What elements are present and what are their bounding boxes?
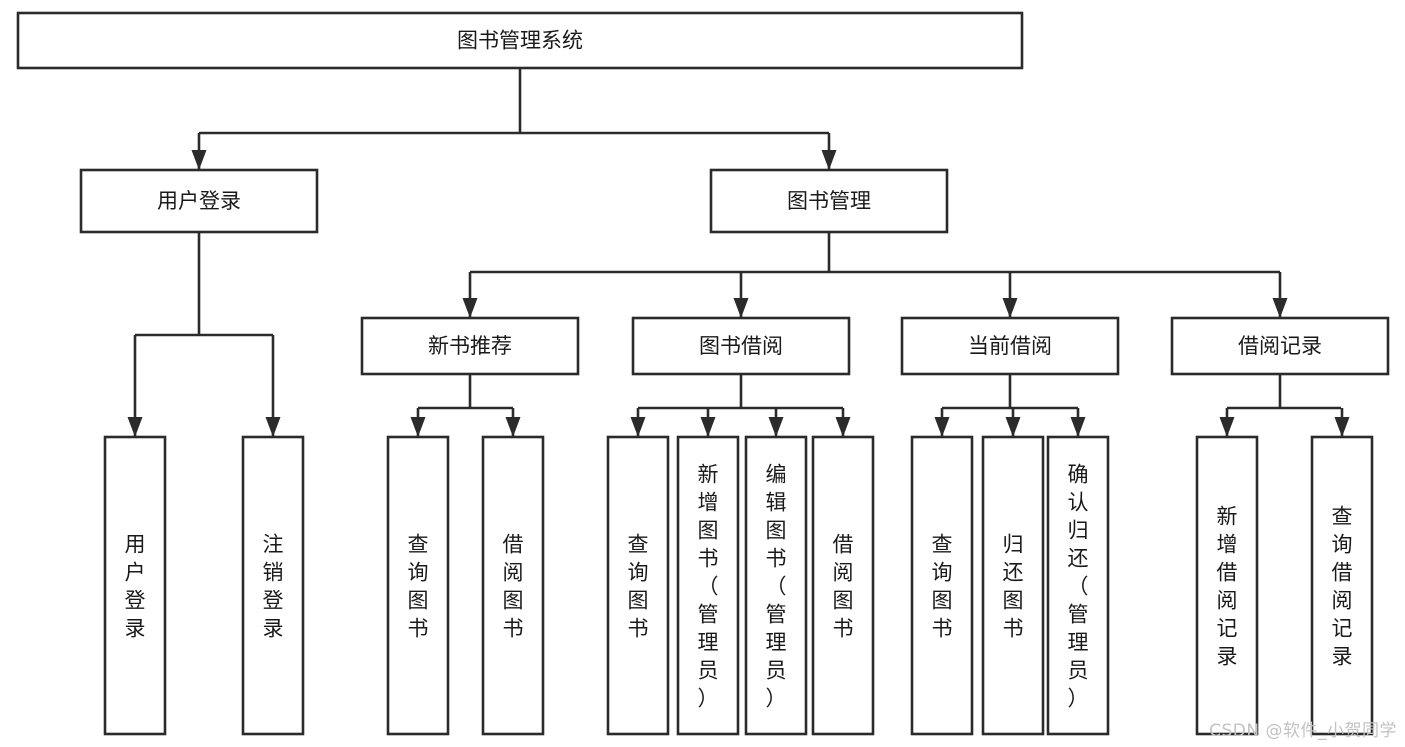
node-label: 图书管理: [787, 189, 871, 213]
node-box-shape: [360, 316, 580, 376]
node-label: 查询借阅记录: [1332, 504, 1353, 668]
node-leaf-edit-book[interactable]: 编辑图书（管理员）: [744, 435, 808, 736]
node-box-shape: [981, 435, 1045, 736]
arrowhead-icon: [835, 417, 851, 437]
arrowhead-icon: [934, 417, 950, 437]
node-box-shape: [676, 435, 740, 736]
node-leaf-query-book-1[interactable]: 查询图书: [386, 435, 450, 736]
arrowhead-icon: [1334, 417, 1350, 437]
node-current-borrow[interactable]: 当前借阅: [900, 316, 1120, 376]
node-leaf-add-record[interactable]: 新增借阅记录: [1195, 435, 1259, 736]
node-label: 注销登录: [263, 532, 284, 640]
node-box-shape: [910, 435, 974, 736]
node-box-shape: [481, 435, 545, 736]
node-label: 新增图书（管理员）: [698, 462, 719, 710]
node-label: 新增借阅记录: [1217, 504, 1238, 668]
node-box-shape: [606, 435, 670, 736]
arrowhead-icon: [505, 417, 521, 437]
node-label: 查询图书: [932, 532, 953, 640]
node-label: 借阅记录: [1238, 334, 1322, 358]
node-box-shape: [79, 168, 319, 234]
arrowhead-icon: [733, 298, 749, 318]
node-new-book-rec[interactable]: 新书推荐: [360, 316, 580, 376]
arrowhead-icon: [821, 150, 837, 170]
csdn-watermark: CSDN @软件_小贺同学: [1209, 721, 1397, 741]
arrowhead-icon: [127, 417, 143, 437]
arrowhead-icon: [1002, 298, 1018, 318]
arrowhead-icon: [1070, 417, 1086, 437]
node-book-manage[interactable]: 图书管理: [709, 168, 949, 234]
node-boxes-group: 图书管理系统用户登录图书管理新书推荐图书借阅当前借阅借阅记录用户登录注销登录查询…: [16, 11, 1390, 736]
node-box-shape: [1170, 316, 1390, 376]
arrowhead-icon: [768, 417, 784, 437]
arrowhead-icon: [630, 417, 646, 437]
node-leaf-logout[interactable]: 注销登录: [241, 435, 305, 736]
node-box-shape: [631, 316, 851, 376]
node-label: 图书借阅: [699, 334, 783, 358]
node-box-shape: [744, 435, 808, 736]
node-leaf-add-book[interactable]: 新增图书（管理员）: [676, 435, 740, 736]
node-box-shape: [1046, 435, 1110, 736]
node-box-shape: [16, 11, 1024, 70]
node-leaf-borrow-book-2[interactable]: 借阅图书: [811, 435, 875, 736]
arrowhead-icon: [191, 150, 207, 170]
node-leaf-query-record[interactable]: 查询借阅记录: [1310, 435, 1374, 736]
node-user-login[interactable]: 用户登录: [79, 168, 319, 234]
node-box-shape: [103, 435, 167, 736]
node-box-shape: [1195, 435, 1259, 736]
node-leaf-return-book[interactable]: 归还图书: [981, 435, 1045, 736]
arrowhead-icon: [410, 417, 426, 437]
node-leaf-query-book-2[interactable]: 查询图书: [606, 435, 670, 736]
node-borrow-record[interactable]: 借阅记录: [1170, 316, 1390, 376]
node-leaf-user-login[interactable]: 用户登录: [103, 435, 167, 736]
node-leaf-borrow-book-1[interactable]: 借阅图书: [481, 435, 545, 736]
node-label: 借阅图书: [503, 532, 524, 640]
node-leaf-confirm-return[interactable]: 确认归还（管理员）: [1046, 435, 1110, 736]
arrowhead-icon: [1219, 417, 1235, 437]
node-label: 归还图书: [1003, 532, 1024, 640]
node-label: 当前借阅: [968, 334, 1052, 358]
node-label: 图书管理系统: [457, 29, 583, 53]
node-box-shape: [900, 316, 1120, 376]
arrowhead-icon: [700, 417, 716, 437]
node-label: 用户登录: [125, 532, 146, 640]
node-root-system[interactable]: 图书管理系统: [16, 11, 1024, 70]
node-label: 查询图书: [408, 532, 429, 640]
node-label: 新书推荐: [428, 334, 512, 358]
arrowhead-icon: [1005, 417, 1021, 437]
arrowhead-icon: [1272, 298, 1288, 318]
node-label: 查询图书: [628, 532, 649, 640]
node-book-borrow[interactable]: 图书借阅: [631, 316, 851, 376]
node-label: 用户登录: [157, 189, 241, 213]
node-box-shape: [811, 435, 875, 736]
node-label: 编辑图书（管理员）: [766, 462, 787, 710]
node-box-shape: [386, 435, 450, 736]
arrowhead-icon: [462, 298, 478, 318]
arrowhead-icon: [265, 417, 281, 437]
node-leaf-query-book-3[interactable]: 查询图书: [910, 435, 974, 736]
connector-edges-group: [127, 68, 1350, 437]
node-label: 确认归还（管理员）: [1068, 462, 1089, 710]
node-box-shape: [709, 168, 949, 234]
node-label: 借阅图书: [833, 532, 854, 640]
node-box-shape: [241, 435, 305, 736]
node-box-shape: [1310, 435, 1374, 736]
